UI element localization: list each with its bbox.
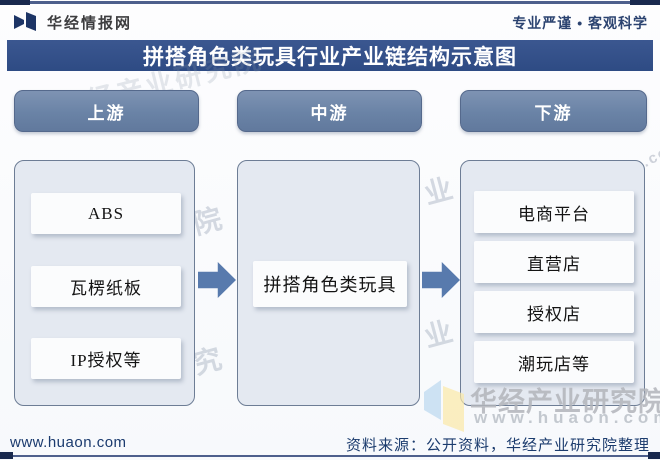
page-title: 拼搭角色类玩具行业产业链结构示意图 bbox=[143, 45, 517, 69]
site-logo-text: 华经情报网 bbox=[47, 15, 133, 32]
title-bar: 拼搭角色类玩具行业产业链结构示意图 bbox=[7, 40, 653, 71]
huaon-logo-icon bbox=[14, 12, 36, 31]
footer-source-note: 资料来源：公开资料，华经产业研究院整理 bbox=[345, 438, 650, 454]
item-box: 电商平台 bbox=[474, 191, 634, 233]
stage-header-downstream: 下游 bbox=[460, 90, 647, 132]
stage-header-upstream: 上游 bbox=[14, 90, 199, 132]
item-box: 瓦楞纸板 bbox=[31, 266, 181, 307]
footer-website-link: www.huaon.com bbox=[10, 434, 127, 451]
item-box: IP授权等 bbox=[31, 338, 181, 379]
bottom-left-cap bbox=[0, 452, 13, 459]
panel-upstream: ABS 瓦楞纸板 IP授权等 bbox=[14, 160, 195, 406]
panel-downstream: 电商平台 直营店 授权店 潮玩店等 bbox=[460, 160, 645, 406]
flow-arrow-right-icon bbox=[198, 262, 236, 298]
bottom-right-cap bbox=[648, 452, 660, 459]
watermark-fragment: 业 bbox=[420, 315, 456, 354]
top-right-cap bbox=[630, 0, 660, 5]
stage-header-label: 上游 bbox=[87, 103, 126, 123]
item-box: 授权店 bbox=[474, 291, 634, 333]
top-left-cap bbox=[0, 0, 30, 5]
item-box: ABS bbox=[31, 193, 181, 234]
huaon-watermark-logo-icon bbox=[424, 380, 464, 432]
watermark-fragment: 业 bbox=[420, 172, 456, 211]
stage-header-midstream: 中游 bbox=[237, 90, 422, 132]
stage-header-label: 中游 bbox=[310, 103, 349, 123]
bottom-border-line bbox=[0, 455, 660, 457]
panel-midstream: 拼搭角色类玩具 bbox=[237, 160, 420, 406]
flow-arrow-right-icon bbox=[422, 262, 460, 298]
item-box: 拼搭角色类玩具 bbox=[253, 261, 407, 307]
stage-header-label: 下游 bbox=[534, 103, 573, 123]
item-box: 直营店 bbox=[474, 241, 634, 283]
top-border-line bbox=[0, 1, 660, 4]
item-box: 潮玩店等 bbox=[474, 341, 634, 383]
site-slogan: 专业严谨 • 客观科学 bbox=[512, 15, 648, 31]
watermark-site-bottom: www.huaon.com bbox=[474, 408, 660, 427]
